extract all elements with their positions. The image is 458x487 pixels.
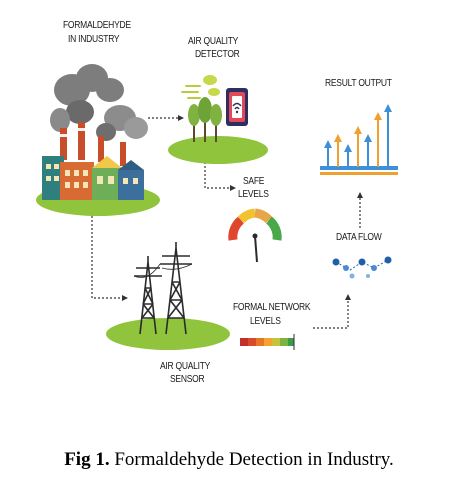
connector-network-dataflow: [313, 300, 349, 329]
label-sensor-line1: AIR QUALITY: [160, 361, 211, 372]
caption-text: Formaldehyde Detection in Industry.: [114, 449, 394, 470]
detector-grass: [168, 136, 268, 164]
tree-icon: [188, 97, 222, 142]
caption-prefix: Fig 1.: [64, 449, 110, 470]
factory-building-green: [92, 168, 122, 200]
connector-industry-sensor: [91, 212, 122, 299]
label-detector-line2: DETECTOR: [195, 49, 240, 60]
data-flow-icon: [332, 256, 392, 279]
wifi-icon: [232, 102, 242, 110]
factory-building-orange: [60, 162, 94, 200]
label-safe-line1: SAFE: [243, 176, 265, 187]
pylon-icon: [134, 242, 192, 335]
device-icon: [226, 88, 248, 126]
label-safe-line2: LEVELS: [238, 189, 269, 200]
label-network-line2: LEVELS: [250, 316, 281, 327]
label-sensor-line2: SENSOR: [170, 374, 205, 385]
wind-icon: [181, 85, 201, 99]
arrowhead-detector: [178, 115, 184, 121]
bar-arrows-icon: [320, 104, 398, 175]
factory-building-blue: [118, 170, 144, 200]
diagram-canvas: [36, 64, 398, 350]
gauge-needle: [254, 235, 258, 263]
gauge-icon: [228, 208, 282, 263]
detector-group: [168, 75, 268, 164]
label-industry-line2: IN INDUSTRY: [68, 34, 120, 45]
sensor-group: [106, 242, 230, 350]
arrowhead-sensor: [122, 295, 128, 301]
arrowhead-dataflow: [345, 294, 351, 300]
arrowheads: [122, 115, 363, 301]
label-data-flow: DATA FLOW: [336, 232, 382, 243]
label-industry-line1: FORMALDEHYDE: [63, 20, 131, 31]
level-bar-icon: [240, 334, 295, 350]
label-network-line1: FORMAL NETWORK: [233, 302, 311, 313]
arrowhead-result: [357, 192, 363, 198]
factory-icon: [36, 64, 160, 216]
sensor-grass: [106, 318, 230, 350]
figure-caption: Fig 1. Formaldehyde Detection in Industr…: [0, 449, 458, 471]
label-result-output: RESULT OUTPUT: [325, 78, 392, 89]
arrowhead-safe: [230, 185, 236, 191]
label-detector-line1: AIR QUALITY: [188, 36, 239, 47]
